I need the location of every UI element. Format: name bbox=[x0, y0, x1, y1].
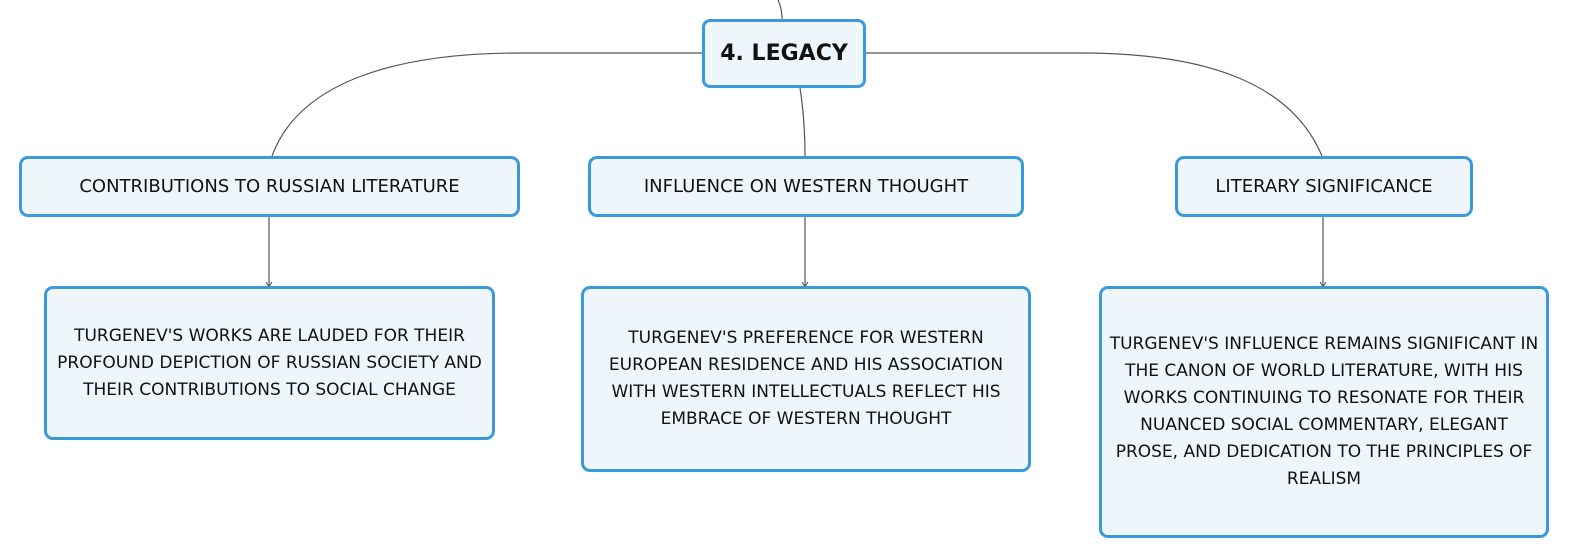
root-node-legacy[interactable]: 4. LEGACY bbox=[702, 19, 866, 88]
branch-node-label: LITERARY SIGNIFICANCE bbox=[1215, 176, 1433, 197]
branch-node-label: INFLUENCE ON WESTERN THOUGHT bbox=[643, 176, 969, 197]
root-node-label: 4. LEGACY bbox=[720, 41, 848, 66]
branch-node-significance[interactable]: LITERARY SIGNIFICANCE bbox=[1175, 156, 1473, 217]
connector-root-to-contributions bbox=[271, 52, 702, 157]
detail-node-text: TURGENEV'S INFLUENCE REMAINS SIGNIFICANT… bbox=[1109, 334, 1539, 489]
connector-root-to-significance bbox=[866, 52, 1323, 157]
detail-node-influence[interactable]: TURGENEV'S PREFERENCE FOR WESTERN EUROPE… bbox=[581, 286, 1031, 472]
detail-node-text: TURGENEV'S PREFERENCE FOR WESTERN EUROPE… bbox=[608, 328, 1004, 429]
branch-node-contributions[interactable]: CONTRIBUTIONS TO RUSSIAN LITERATURE bbox=[19, 156, 520, 217]
detail-node-significance[interactable]: TURGENEV'S INFLUENCE REMAINS SIGNIFICANT… bbox=[1099, 286, 1549, 538]
detail-node-text: TURGENEV'S WORKS ARE LAUDED FOR THEIR PR… bbox=[57, 325, 482, 400]
branch-node-label: CONTRIBUTIONS TO RUSSIAN LITERATURE bbox=[79, 176, 460, 197]
connector-parent-to-root bbox=[777, 0, 783, 20]
detail-node-contributions[interactable]: TURGENEV'S WORKS ARE LAUDED FOR THEIR PR… bbox=[44, 286, 495, 440]
branch-node-influence[interactable]: INFLUENCE ON WESTERN THOUGHT bbox=[588, 156, 1024, 217]
connector-root-to-influence bbox=[799, 87, 806, 157]
